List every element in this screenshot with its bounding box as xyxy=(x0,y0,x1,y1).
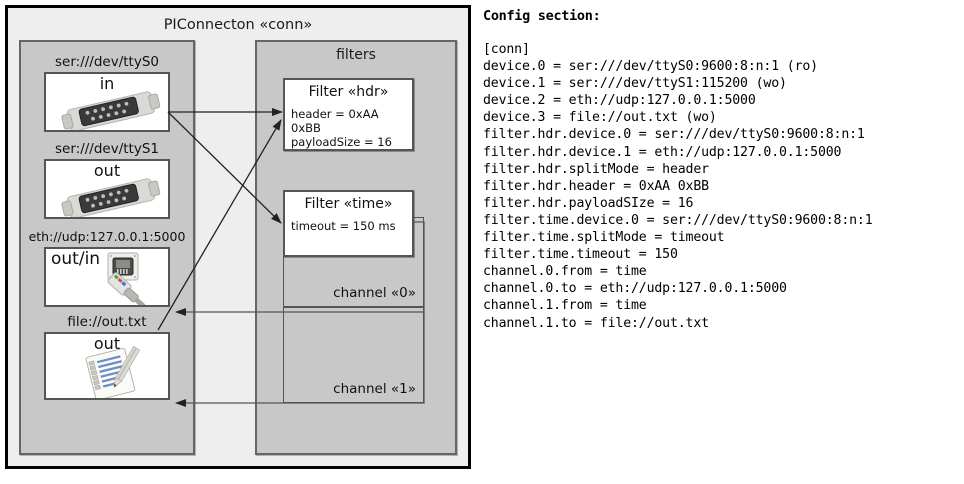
channel-box-1[interactable]: channel «1» xyxy=(283,307,424,403)
filter-box-hdr[interactable]: Filter «hdr» header = 0xAA 0xBB payloadS… xyxy=(283,78,414,151)
config-section: Config section: [conn] device.0 = ser://… xyxy=(483,8,961,332)
filter-property: timeout = 150 ms xyxy=(291,219,396,233)
config-text: [conn] device.0 = ser:///dev/ttyS0:9600:… xyxy=(483,42,873,331)
device-box[interactable]: out/in xyxy=(44,247,170,307)
device-label: ser:///dev/ttyS1 xyxy=(55,141,159,157)
filter-box-time[interactable]: Filter «time» timeout = 150 ms xyxy=(283,190,414,257)
device-box[interactable]: in xyxy=(44,72,170,132)
device-direction: out xyxy=(93,334,121,353)
filters-panel-title: filters xyxy=(336,47,376,63)
config-heading: Config section: xyxy=(483,8,601,24)
devices-panel: ser:///dev/ttyS0 in xyxy=(19,40,195,455)
serial-port-icon xyxy=(61,178,161,217)
channel-label: channel «1» xyxy=(333,381,416,397)
filter-property: header = 0xAA 0xBB xyxy=(291,107,379,135)
diagram-title: PIConnecton «conn» xyxy=(163,17,313,33)
device-group-ttys1[interactable]: ser:///dev/ttyS1 out xyxy=(21,141,193,219)
device-box[interactable]: out xyxy=(44,332,170,400)
device-label: ser:///dev/ttyS0 xyxy=(55,54,159,70)
filter-title: Filter «hdr» xyxy=(308,84,389,100)
filter-title: Filter «time» xyxy=(304,196,393,212)
device-group-ttys0[interactable]: ser:///dev/ttyS0 in xyxy=(21,54,193,132)
text-file-icon xyxy=(85,346,141,398)
filter-property: payloadSize = 16 xyxy=(291,135,392,149)
device-direction: out/in xyxy=(51,249,101,269)
device-group-eth[interactable]: eth://udp:127.0.0.1:5000 out/in xyxy=(21,229,193,307)
device-direction: out xyxy=(93,161,121,180)
device-direction: in xyxy=(99,74,115,93)
ethernet-jack-icon xyxy=(107,252,146,305)
device-label: file://out.txt xyxy=(67,314,147,330)
channel-label: channel «0» xyxy=(333,285,416,301)
serial-port-icon xyxy=(61,91,161,130)
device-label: eth://udp:127.0.0.1:5000 xyxy=(28,229,186,244)
device-group-file[interactable]: file://out.txt out xyxy=(21,314,193,400)
device-box[interactable]: out xyxy=(44,159,170,219)
